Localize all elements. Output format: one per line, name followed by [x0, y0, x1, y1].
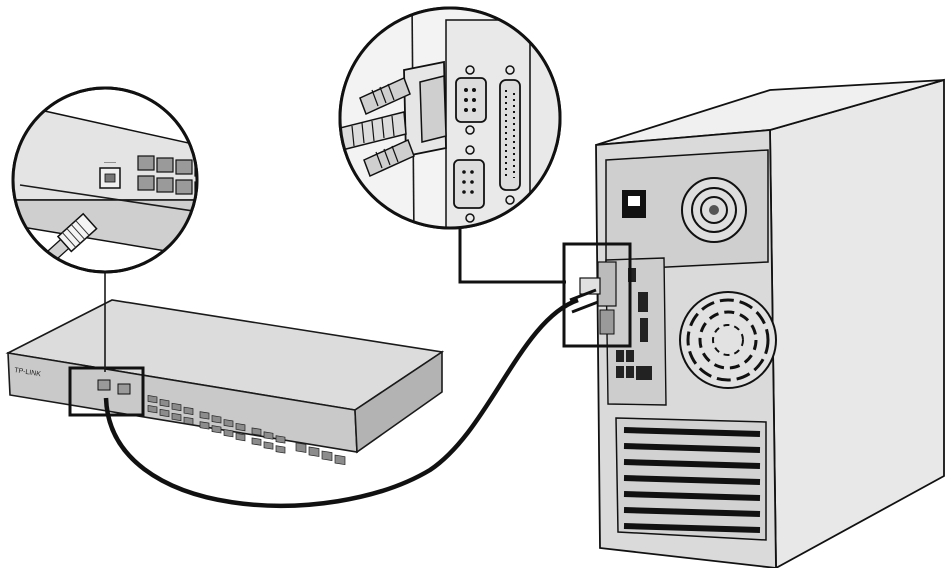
db9-cable-connector [340, 60, 447, 178]
expansion-slots [615, 417, 767, 541]
vga-port [453, 145, 485, 223]
pc-side-panel [769, 78, 945, 568]
switch-port-zoom-callout: —— [11, 86, 199, 372]
thumbscrew-top [359, 76, 411, 116]
pc-serial-highlight-box [562, 242, 632, 348]
switch-side-panel [354, 350, 443, 454]
serial-db9-port [455, 65, 487, 135]
svg-text:——: —— [104, 160, 116, 166]
pc-serial-connector [569, 261, 617, 335]
pc-tower [562, 78, 945, 568]
thumbscrew-bottom [363, 138, 415, 178]
case-fan [679, 291, 777, 389]
callout-leader-line-top [458, 228, 566, 284]
pc-port-zoom-callout [338, 6, 566, 284]
callout-circle-top [338, 6, 562, 230]
parallel-port [499, 65, 521, 205]
switch-port-array [147, 395, 346, 466]
switch-device: TP-LINK [5, 299, 445, 466]
switch-console-port [97, 379, 131, 395]
console-cable [103, 297, 579, 508]
switch-brand-label: TP-LINK [14, 367, 42, 378]
pc-io-ports [616, 268, 652, 380]
psu-fan [681, 177, 747, 243]
